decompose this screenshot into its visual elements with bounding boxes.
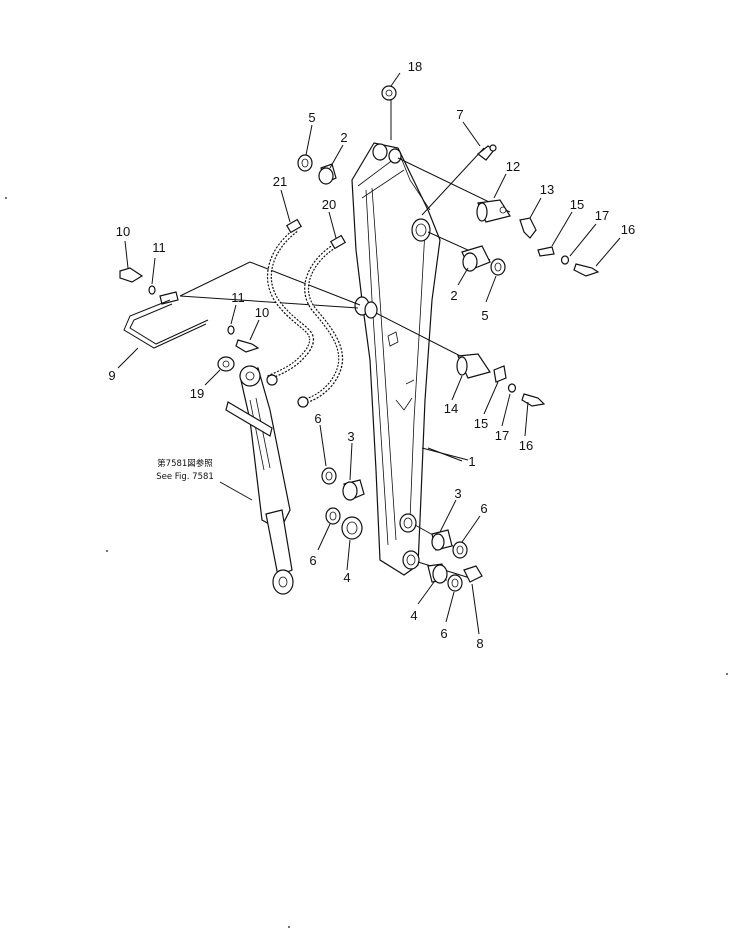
callout-19: 19 bbox=[190, 386, 204, 401]
hose-21 bbox=[266, 218, 315, 381]
callout-6: 6 bbox=[309, 553, 316, 568]
callout-17: 17 bbox=[495, 428, 509, 443]
bolt-10-upper bbox=[119, 267, 144, 283]
grease-fitting-13 bbox=[519, 217, 537, 239]
callout-17: 17 bbox=[595, 208, 609, 223]
reference-note-en: See Fig. 7581 bbox=[156, 472, 214, 482]
callout-6: 6 bbox=[480, 501, 487, 516]
washer-17-upper bbox=[560, 255, 570, 265]
washer-17-lower bbox=[507, 383, 517, 393]
callout-13: 13 bbox=[540, 182, 554, 197]
bushing-3-right bbox=[431, 529, 453, 551]
grease-fitting-8 bbox=[463, 565, 483, 583]
hose-20 bbox=[301, 234, 347, 405]
arm-body bbox=[351, 142, 441, 576]
callout-5: 5 bbox=[308, 110, 315, 125]
callout-16: 16 bbox=[621, 222, 635, 237]
bushing-2-right bbox=[461, 245, 491, 272]
bolt-16-lower bbox=[521, 393, 546, 407]
callout-4: 4 bbox=[343, 570, 350, 585]
callout-6: 6 bbox=[440, 626, 447, 641]
callout-10: 10 bbox=[116, 224, 130, 239]
hose-fittings bbox=[266, 374, 309, 408]
callout-21: 21 bbox=[273, 174, 287, 189]
bolt-16-upper bbox=[573, 263, 600, 277]
callout-2: 2 bbox=[340, 130, 347, 145]
bucket-cylinder bbox=[219, 365, 294, 595]
callout-20: 20 bbox=[322, 197, 336, 212]
bushing-5-right bbox=[490, 258, 506, 276]
callout-16: 16 bbox=[519, 438, 533, 453]
callout-numbers: 18 7 5 2 12 13 15 17 16 21 20 10 11 11 1… bbox=[108, 59, 635, 651]
bushing-2-upper bbox=[318, 163, 337, 185]
seal-6-left-lower bbox=[325, 507, 341, 525]
callout-14: 14 bbox=[444, 401, 458, 416]
callout-1: 1 bbox=[468, 454, 475, 469]
washer-19 bbox=[217, 356, 235, 372]
bushing-5-upper bbox=[297, 154, 313, 172]
callout-3: 3 bbox=[454, 486, 461, 501]
callout-15: 15 bbox=[474, 416, 488, 431]
seal-6-right-lower bbox=[447, 574, 463, 592]
callout-5: 5 bbox=[481, 308, 488, 323]
callout-10: 10 bbox=[255, 305, 269, 320]
seal-6-left-upper bbox=[321, 467, 337, 485]
pin-12 bbox=[476, 199, 511, 223]
reference-note-jp: 第7581図参照 bbox=[157, 458, 213, 469]
callout-3: 3 bbox=[347, 429, 354, 444]
collar-4-right bbox=[427, 563, 448, 584]
pipe-clamp-9 bbox=[123, 291, 209, 349]
plate-15-upper bbox=[537, 246, 555, 257]
callout-11: 11 bbox=[231, 290, 245, 305]
callout-4: 4 bbox=[410, 608, 417, 623]
bushing-3-left bbox=[342, 479, 365, 501]
bolt-10-lower bbox=[235, 339, 260, 353]
collar-4-left bbox=[341, 516, 363, 540]
callout-18: 18 bbox=[408, 59, 422, 74]
callout-leaders bbox=[117, 72, 621, 635]
reference-note: 第7581図参照 See Fig. 7581 bbox=[156, 458, 214, 482]
callout-7: 7 bbox=[456, 107, 463, 122]
washer-11-lower bbox=[227, 325, 235, 335]
callout-6: 6 bbox=[314, 411, 321, 426]
grease-fitting-7 bbox=[477, 144, 497, 161]
callout-2: 2 bbox=[450, 288, 457, 303]
seal-6-right-upper bbox=[452, 541, 468, 559]
pin-14 bbox=[456, 353, 491, 379]
scan-specks bbox=[5, 197, 728, 928]
callout-9: 9 bbox=[108, 368, 115, 383]
callout-15: 15 bbox=[570, 197, 584, 212]
callout-12: 12 bbox=[506, 159, 520, 174]
callout-8: 8 bbox=[476, 636, 483, 651]
plate-15-lower bbox=[493, 365, 507, 383]
callout-11: 11 bbox=[152, 240, 166, 255]
washer-11-upper bbox=[148, 285, 156, 295]
washer-18 bbox=[381, 85, 397, 101]
leader-lines bbox=[179, 100, 511, 579]
